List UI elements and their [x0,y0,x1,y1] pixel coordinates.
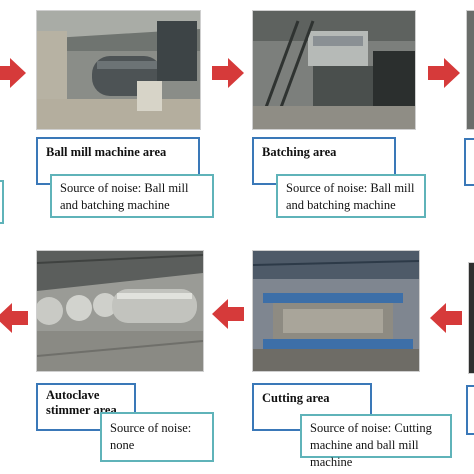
batching-photo [252,10,416,130]
autoclave-noise-text: Source of noise: none [110,421,192,452]
autoclave-title-box: Autoclave stimmer area [36,383,136,431]
batching-noise-box: Source of noise: Ball mill and batching … [276,174,426,218]
prev-stage-photo-partial [468,262,474,374]
flow-arrow-left-3 [428,300,464,336]
cutting-noise-text: Source of noise: Cutting machine and bal… [310,421,432,469]
flow-arrow-left-2 [210,296,246,332]
flow-arrow-right-2 [426,55,462,91]
partial-box-right-edge-bottom [466,385,474,435]
cutting-noise-box: Source of noise: Cutting machine and bal… [300,414,452,469]
flow-arrow-right-left-edge [0,55,28,91]
ball-mill-photo [36,10,201,130]
partial-box-right-edge-top [464,138,474,186]
batching-noise-text: Source of noise: Ball mill and batching … [286,181,415,212]
partial-box-left-edge [0,180,4,224]
ball-mill-noise-text: Source of noise: Ball mill and batching … [60,181,189,212]
cutting-photo [252,250,420,372]
autoclave-noise-box: Source of noise: none [100,412,214,462]
flow-arrow-right-1 [210,55,246,91]
ball-mill-title: Ball mill machine area [46,145,167,159]
cutting-title: Cutting area [262,391,330,405]
batching-title: Batching area [262,145,337,159]
next-stage-photo-partial [466,10,474,130]
autoclave-title: Autoclave stimmer area [46,388,117,417]
flow-arrow-left-left-edge [0,300,30,336]
autoclave-photo [36,250,204,372]
ball-mill-noise-box: Source of noise: Ball mill and batching … [50,174,214,218]
